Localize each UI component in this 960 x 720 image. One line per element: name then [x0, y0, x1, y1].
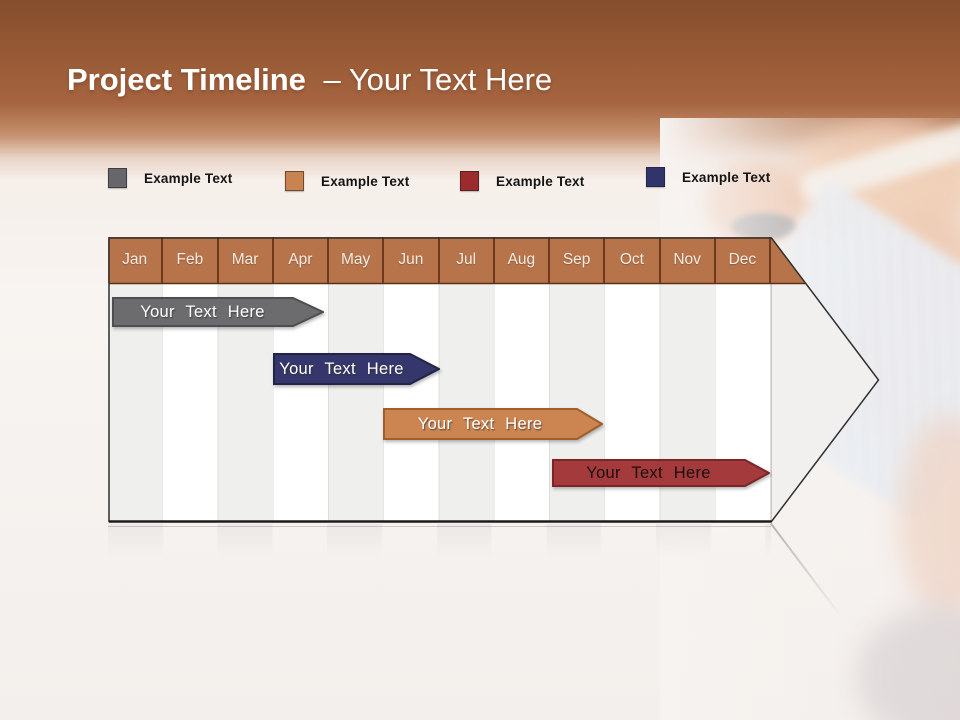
bar-arrow-shape [383, 408, 603, 440]
legend-swatch [108, 168, 127, 188]
timeline-bar-4: Your Text Here [552, 459, 770, 487]
legend-swatch [460, 171, 479, 191]
legend-swatch [646, 167, 665, 187]
legend-label: Example Text [682, 169, 771, 185]
legend-label: Example Text [321, 173, 410, 189]
bar-arrow-shape [112, 297, 324, 327]
bar-label: Your Text Here [586, 463, 711, 482]
bar-arrow-shape [273, 353, 440, 385]
timeline-bar-1: Your Text Here [112, 297, 324, 327]
slide-title-sub: – Your Text Here [323, 62, 553, 97]
table-reflection [108, 524, 771, 558]
timeline-bar-3: Your Text Here [383, 408, 603, 440]
legend-item-4: Example Text [646, 167, 770, 187]
bar-label: Your Text Here [417, 414, 543, 433]
table-reflection-line [108, 526, 771, 527]
slide-title-main: Project Timeline [67, 62, 306, 97]
bar-label: Your Text Here [279, 359, 404, 378]
slide-title: Project Timeline – Your Text Here [67, 60, 552, 100]
bar-label: Your Text Here [140, 302, 265, 321]
legend-item-1: Example Text [108, 168, 232, 188]
legend-item-2: Example Text [285, 171, 409, 191]
legend-label: Example Text [496, 173, 585, 189]
timeline-bar-2: Your Text Here [273, 353, 440, 385]
bar-arrow-shape [552, 459, 770, 487]
legend-item-3: Example Text [460, 171, 584, 191]
legend-swatch [285, 171, 304, 191]
legend-label: Example Text [144, 170, 233, 186]
